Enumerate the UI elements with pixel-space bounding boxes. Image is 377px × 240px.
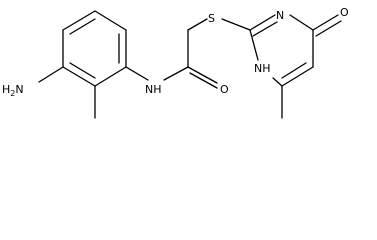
bond — [38, 66, 64, 83]
amino-subscript: 2 — [10, 89, 15, 98]
bond — [221, 18, 251, 31]
bond — [249, 29, 259, 61]
bond — [281, 62, 307, 79]
benzene-ring — [62, 10, 127, 87]
bond — [187, 18, 208, 31]
bond — [289, 14, 314, 31]
amino-group-label: H2N — [2, 83, 24, 98]
bond — [163, 66, 189, 81]
bond — [249, 14, 276, 31]
bond — [125, 66, 149, 81]
pyrimidine-ring — [249, 14, 314, 87]
bond — [69, 18, 96, 35]
amino-h: H — [2, 83, 10, 96]
molecule-structure: H2N NH O S N NH O — [2, 6, 349, 119]
ketone-oxygen-label: O — [340, 6, 349, 19]
amide-nh-label: NH — [145, 83, 162, 96]
bond — [62, 66, 96, 87]
bond — [94, 10, 127, 31]
amino-n: N — [15, 83, 23, 96]
bond — [272, 77, 283, 87]
bond — [189, 72, 218, 89]
bond — [252, 21, 278, 37]
thioether-sulfur-label: S — [208, 12, 215, 25]
bond — [315, 20, 342, 37]
ring-nh-label: NH — [254, 62, 271, 75]
bond — [312, 14, 339, 31]
bond — [94, 66, 127, 87]
bond — [69, 62, 96, 79]
ring-nitrogen-label: N — [276, 9, 284, 22]
bond — [281, 66, 314, 87]
bond — [62, 10, 96, 31]
bond — [187, 66, 218, 84]
carbonyl-oxygen-label: O — [220, 83, 229, 96]
